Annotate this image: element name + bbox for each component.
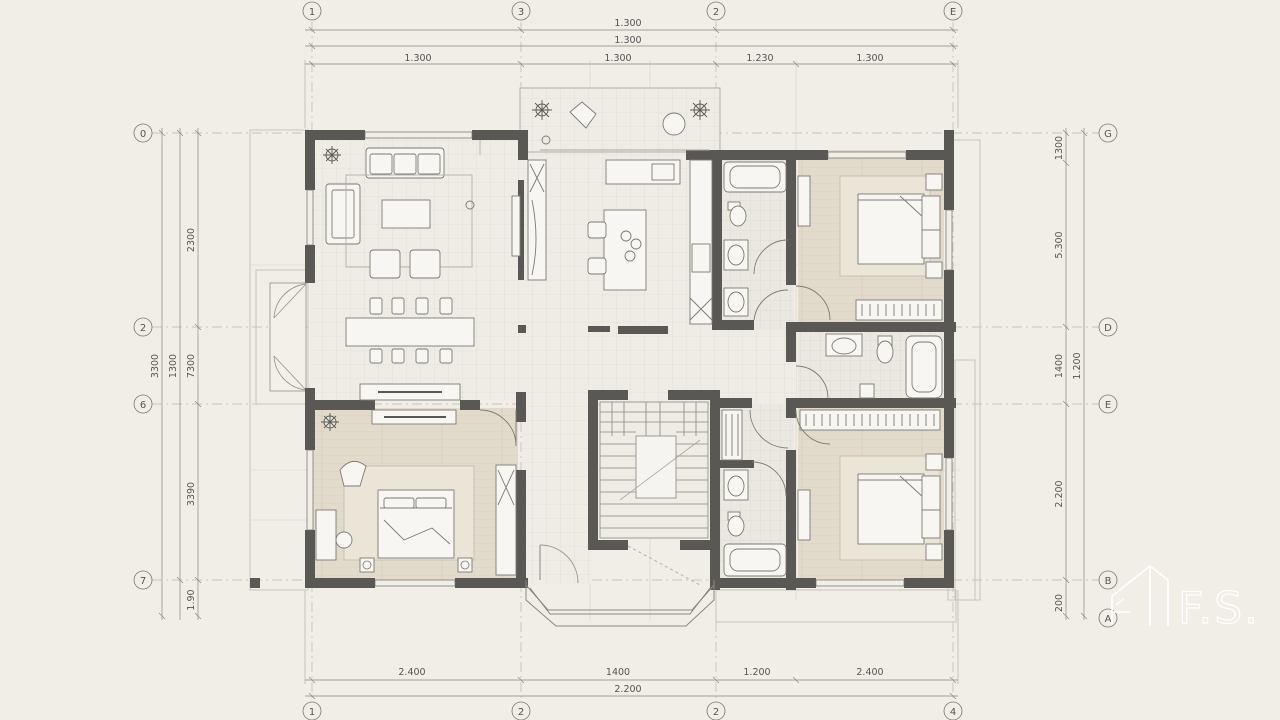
dim-bottom-seg-4: 2.400 [856,667,883,678]
dim-left-middle: 1300 [168,354,179,378]
grid-label-bottom-4: 4 [950,707,956,718]
grid-label-top-3: 2 [713,7,719,18]
dim-bottom-seg-2: 1400 [606,667,630,678]
dim-top-overall-2: 1.300 [614,35,641,46]
dim-right-seg-4: 1.200 [1072,352,1083,379]
dim-bottom-seg-1: 2.400 [398,667,425,678]
left-terrace-door [269,282,307,392]
grid-label-left-2: 2 [140,323,146,334]
bathroom-1-fixtures [723,161,789,321]
watermark-text: F.S. [1178,583,1260,634]
dim-bottom-seg-3: 1.200 [743,667,770,678]
dim-bottom-overall: 2.200 [614,684,641,695]
dim-top-seg-1: 1.300 [404,53,431,64]
grid-label-right-5: A [1105,614,1112,625]
grid-label-bottom-2: 2 [518,707,524,718]
lamp-icon [362,560,470,570]
windows [306,131,953,587]
dim-left-seg-4: 1.90 [186,589,197,610]
grid-label-left-3: 6 [140,400,146,411]
bathroom-3-fixtures [721,409,789,577]
dim-top-overall-1: 1.300 [614,18,641,29]
dim-left-seg-2: 7300 [186,354,197,378]
grid-label-top-2: 3 [518,7,524,18]
extension-lines [304,60,959,684]
plant-icon [690,100,710,120]
grid-bubbles-bottom [302,701,963,720]
grid-label-bottom-1: 1 [309,707,315,718]
dim-top-seg-2: 1.300 [604,53,631,64]
grid-label-top-1: 1 [309,7,315,18]
grid-label-left-4: 7 [140,576,146,587]
plant-icon [532,100,552,120]
staircase [599,401,709,539]
living-room-furniture [325,140,521,279]
dining-table [345,297,475,401]
plant-icon [323,146,341,164]
plant-icon [321,413,339,431]
grid-label-bottom-3: 2 [713,707,719,718]
balcony-furniture [540,101,710,151]
dim-left-seg-1: 2300 [186,228,197,252]
dim-right-seg-2: 5.300 [1054,231,1065,258]
dim-top-seg-3: 1.230 [746,53,773,64]
fs-logo-watermark: F.S. [1111,564,1260,635]
column-markers [250,326,526,588]
grid-bubbles-top [302,1,963,21]
grid-bubbles-left [133,123,153,590]
grid-label-right-3: E [1105,400,1111,411]
dimension-lines [158,26,1088,700]
grid-label-right-2: D [1104,323,1112,334]
dim-right-seg-6: 200 [1054,594,1065,612]
kitchen-furniture [527,159,713,325]
grid-label-left-1: 0 [140,129,146,140]
grid-label-top-4: E [950,7,956,18]
dim-right-seg-1: 1300 [1054,136,1065,160]
top-right-bedroom-furniture [795,173,943,321]
bottom-right-bedroom-furniture [795,409,943,561]
grid-label-right-1: G [1104,129,1112,140]
dim-left-outer: 3300 [150,354,161,378]
left-bedroom-furniture [315,409,517,576]
dim-right-seg-5: 2.200 [1054,480,1065,507]
dim-right-seg-3: 1400 [1054,354,1065,378]
bathroom-2-fixtures [795,333,943,399]
dim-left-seg-3: 3390 [186,482,197,506]
walls [250,130,956,590]
grid-label-right-4: B [1105,576,1112,587]
dim-top-seg-4: 1.300 [856,53,883,64]
bay-entrance [525,544,715,627]
